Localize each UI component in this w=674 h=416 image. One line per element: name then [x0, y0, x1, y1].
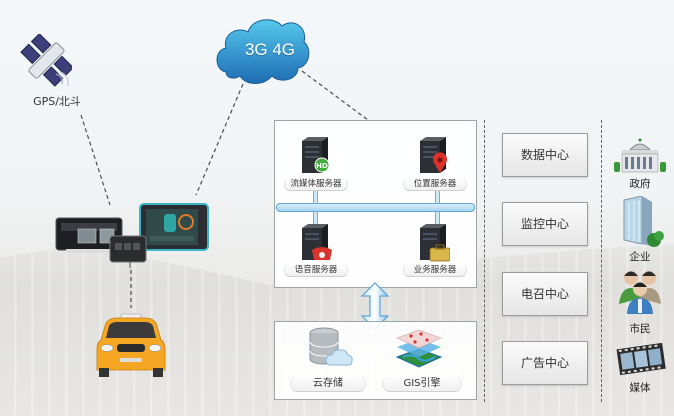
dispatch-center-box[interactable]: 电召中心	[502, 272, 588, 316]
user-media-label: 媒体	[629, 382, 651, 394]
government-building-icon	[614, 138, 666, 173]
user-citizens-label: 市民	[629, 323, 651, 335]
cloud-storage-icon	[309, 327, 353, 366]
dvr-device-icon	[55, 217, 123, 253]
svg-text:HD: HD	[316, 162, 328, 170]
business-server-label: 业务服务器	[403, 264, 467, 277]
streaming-server-icon: HD	[302, 137, 330, 173]
link-gps-device	[80, 114, 111, 206]
control-pad-icon	[109, 235, 147, 268]
user-enterprise-label: 企业	[629, 251, 651, 263]
user-government-label: 政府	[629, 178, 651, 190]
gis-engine-label: GIS引擎	[382, 376, 462, 392]
monitoring-center-box[interactable]: 监控中心	[502, 202, 588, 246]
streaming-server-label: 流媒体服务器	[284, 178, 348, 191]
business-server-icon	[420, 224, 450, 262]
server-bus	[276, 203, 475, 212]
link-cloud-device	[195, 83, 244, 196]
vehicle-terminal-devices	[55, 203, 209, 268]
gps-label: GPS/北斗	[33, 95, 81, 108]
media-film-icon	[616, 342, 666, 376]
enterprise-building-icon	[623, 196, 664, 247]
separator-centers-users	[601, 120, 602, 402]
tablet-device-icon	[139, 203, 209, 251]
voice-server-icon	[302, 224, 332, 260]
citizens-group-icon	[619, 271, 661, 314]
data-center-box[interactable]: 数据中心	[502, 133, 588, 177]
advertising-center-box[interactable]: 广告中心	[502, 341, 588, 385]
voice-server-label: 语音服务器	[284, 264, 348, 277]
cloud-storage-label: 云存储	[290, 376, 366, 392]
satellite-icon	[20, 34, 72, 87]
location-server-label: 位置服务器	[403, 178, 467, 191]
cloud-label: 3G 4G	[244, 40, 296, 59]
cloud-icon	[216, 19, 310, 84]
separator-servers-centers	[484, 120, 485, 402]
location-server-icon	[420, 137, 447, 173]
taxi-icon	[96, 313, 166, 377]
gis-engine-icon	[395, 329, 443, 368]
